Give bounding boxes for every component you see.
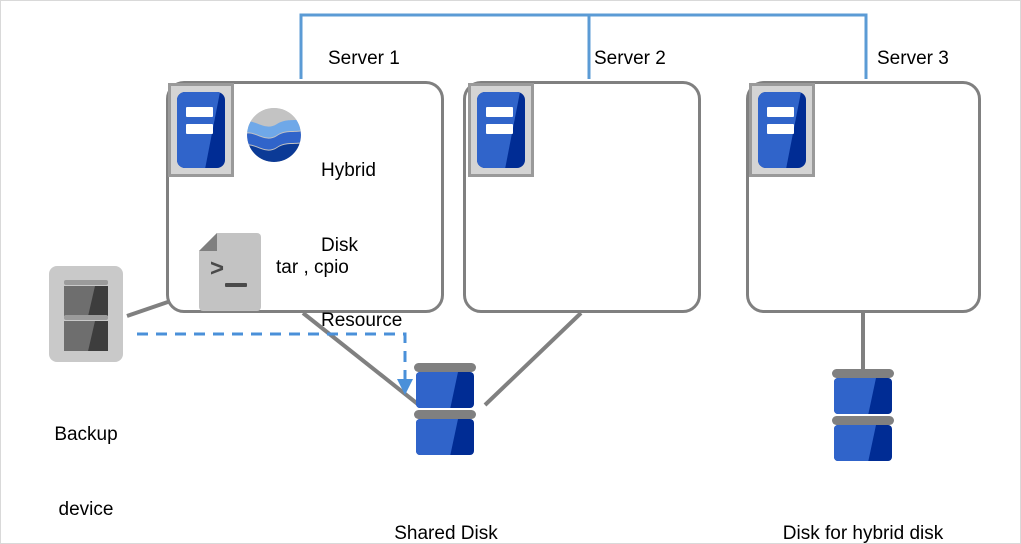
backup-device-label: Backup device — [21, 372, 151, 543]
command-label: tar , cpio — [276, 257, 349, 278]
shared-disk-label: Shared Disk for hybrid disk resource — [311, 471, 581, 544]
server-slot-bar — [485, 123, 514, 134]
server-icon — [468, 83, 534, 177]
backup-cartridge-band — [64, 315, 108, 320]
server-slot-bar — [185, 107, 214, 118]
hybrid-disk-resource-line-3: Resource — [321, 310, 403, 331]
hybrid-disk-resource-icon — [247, 108, 301, 162]
disk-band — [832, 416, 894, 425]
script-icon: > — [199, 233, 261, 311]
backup-device-label-line-1: Backup — [54, 424, 118, 445]
script-cursor-glyph — [225, 283, 247, 287]
globe-icon-art — [247, 108, 301, 162]
network-interconnect — [299, 13, 868, 79]
backup-device-label-line-2: device — [58, 499, 114, 520]
script-prompt-glyph: > — [210, 255, 225, 282]
script-fold-corner — [199, 233, 217, 251]
hybrid-disk-resource-line-2: Disk — [321, 235, 358, 256]
server-slot-bar — [485, 107, 514, 118]
server-chassis — [758, 92, 806, 168]
hybrid-disk-icon[interactable] — [832, 369, 894, 461]
backup-cartridge — [64, 321, 108, 351]
backup-cartridge-band — [64, 280, 108, 285]
hybrid-disk-resource-line-1: Hybrid — [321, 160, 376, 181]
server-chassis — [177, 92, 225, 168]
hybrid-disk-resource-label: Hybrid Disk Resource — [321, 108, 402, 383]
backup-cartridge — [64, 286, 108, 316]
shared-disk-icon[interactable] — [414, 363, 476, 455]
shared-disk-label-line-1: Shared Disk — [394, 523, 498, 544]
disk-platter — [416, 419, 474, 455]
link-server1-to-shared-disk — [301, 311, 421, 407]
server-icon — [749, 83, 815, 177]
server-3-label: Server 3 — [877, 48, 949, 69]
server-2-label: Server 2 — [594, 48, 666, 69]
disk-band — [414, 410, 476, 419]
server-slot-bar — [185, 123, 214, 134]
disk-platter — [834, 425, 892, 461]
link-backup-to-shared-disk-arrow — [137, 332, 413, 395]
disk-band — [832, 369, 894, 378]
server-1-label: Server 1 — [328, 48, 400, 69]
link-server2-to-shared-disk — [483, 311, 583, 407]
hybrid-disk-label-line-1: Disk for hybrid disk — [782, 523, 944, 544]
server-slot-bar — [766, 107, 795, 118]
disk-platter — [416, 372, 474, 408]
hybrid-disk-label: Disk for hybrid disk resource — [743, 471, 983, 544]
server-icon — [168, 83, 234, 177]
disk-band — [414, 363, 476, 372]
disk-platter — [834, 378, 892, 414]
server-slot-bar — [766, 123, 795, 134]
backup-device-icon[interactable] — [49, 266, 123, 362]
server-chassis — [477, 92, 525, 168]
